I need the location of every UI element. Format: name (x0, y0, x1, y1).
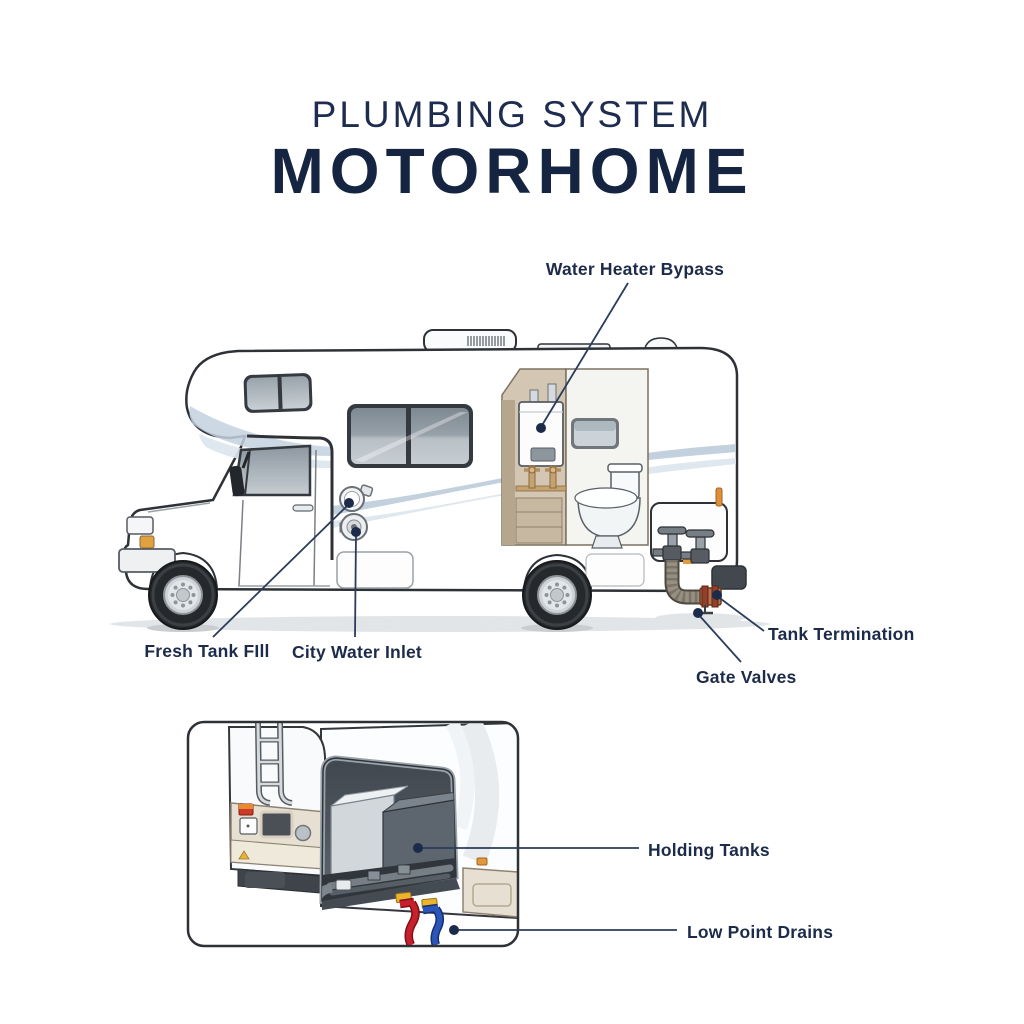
dot-gate-valves (693, 608, 703, 618)
leader-dots (344, 423, 722, 935)
ground-shadow (110, 616, 770, 632)
front-bumper (118, 548, 176, 573)
storage-door-rear (585, 553, 645, 587)
side-mirror-icon (229, 465, 245, 497)
skirt-sticker (683, 559, 693, 564)
main-side-window (347, 404, 473, 468)
overcab-window (243, 373, 313, 413)
tail-light (238, 803, 254, 816)
storage-door-front (336, 551, 414, 589)
inset-border (186, 720, 520, 948)
motorhome-side-view (110, 329, 770, 632)
leader-tank-termination (716, 595, 765, 632)
skirt-storage-outline (472, 883, 512, 907)
side-marker-light (476, 857, 488, 866)
cutaway-section (501, 368, 649, 549)
water-heater-bypass-valves (515, 465, 567, 492)
label-city-water-inlet: City Water Inlet (292, 642, 422, 662)
toilet (574, 463, 643, 549)
label-holding-tanks: Holding Tanks (648, 840, 770, 860)
dot-holding-tanks (413, 843, 423, 853)
below-bay-rail (322, 878, 460, 910)
sewer-hose (664, 560, 703, 605)
dot-low-point-drains (449, 925, 459, 935)
headlight (126, 516, 154, 535)
rear-marker-light (715, 487, 723, 507)
cabinet (515, 497, 563, 544)
vent-window-divider (244, 448, 251, 496)
overcab-underside-line (246, 434, 334, 560)
bathroom-window (571, 418, 619, 449)
cab-door-seam-rear (313, 449, 317, 587)
side-skirt (462, 867, 518, 918)
turn-signal (139, 535, 155, 549)
leader-lines (212, 282, 765, 931)
label-low-point-drains: Low Point Drains (687, 922, 834, 942)
cab-door-window (232, 444, 312, 497)
leader-gate-valves (697, 613, 742, 663)
leader-fresh-tank-fill (212, 503, 350, 638)
dot-tank-termination (712, 590, 722, 600)
label-tank-termination: Tank Termination (768, 624, 915, 644)
warning-triangle-icon (238, 850, 250, 860)
leader-city-water-inlet (354, 532, 357, 638)
roof-ac-unit (423, 329, 517, 353)
page-title: MOTORHOME (270, 135, 754, 207)
blue-drain-hose (422, 903, 444, 946)
page-subtitle: PLUMBING SYSTEM (311, 94, 713, 135)
inset-detail-box (186, 720, 520, 948)
label-water-heater-bypass: Water Heater Bypass (545, 259, 725, 279)
inset-illustration (227, 722, 518, 946)
rear-ladder (255, 722, 293, 806)
rear-wheel (521, 560, 593, 632)
rear-vent (259, 810, 294, 839)
dot-fresh-tank-fill (344, 498, 354, 508)
gate-valves-assembly (652, 526, 715, 564)
water-heater (518, 383, 564, 467)
cab-door-seam-front (238, 499, 244, 587)
red-drain-hose (399, 897, 420, 946)
leader-water-heater-bypass (540, 282, 629, 428)
mirror-arm (241, 451, 251, 469)
dot-water-heater-bypass (536, 423, 546, 433)
hose-shadow (655, 613, 745, 623)
front-wheel (147, 560, 219, 632)
dot-city-water-inlet (351, 527, 361, 537)
rear-knob (294, 824, 312, 842)
door-handle (292, 504, 314, 512)
label-fresh-tank-fill: Fresh Tank FIll (144, 641, 270, 661)
hood-crease (147, 502, 211, 513)
rear-bumper (711, 565, 747, 590)
label-gate-valves: Gate Valves (696, 667, 797, 687)
drain-elbow (322, 883, 333, 901)
